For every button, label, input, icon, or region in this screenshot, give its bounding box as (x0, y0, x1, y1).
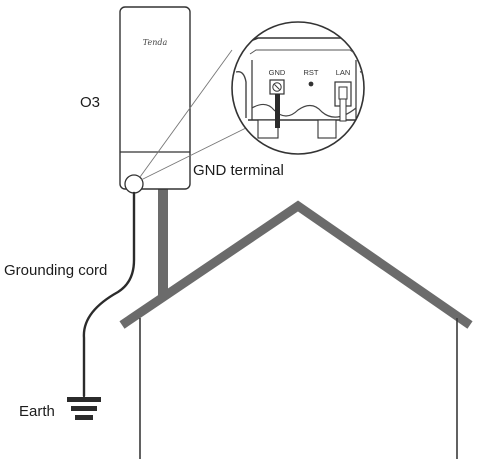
gnd-terminal-label: GND terminal (193, 162, 284, 179)
device-model-label: O3 (80, 94, 101, 111)
grounding-cord-label: Grounding cord (4, 262, 108, 279)
house-roof (119, 200, 473, 329)
earth-symbol (67, 397, 101, 420)
gnd-highlight-circle (124, 174, 144, 194)
port-label: GND (269, 68, 286, 77)
device-brand-logo: Tenda (143, 38, 168, 47)
callout-leader-top (139, 49, 233, 178)
grounding-cord (82, 191, 136, 398)
port-label: RST (304, 68, 319, 77)
mounting-pole (158, 188, 168, 298)
callout-leader-bottom (140, 126, 249, 181)
device-body (119, 6, 191, 190)
zoom-callout-content: GND RST LAN (235, 37, 364, 139)
port-label: LAN (336, 68, 351, 77)
earth-label: Earth (19, 403, 55, 420)
rst-button (308, 81, 314, 87)
